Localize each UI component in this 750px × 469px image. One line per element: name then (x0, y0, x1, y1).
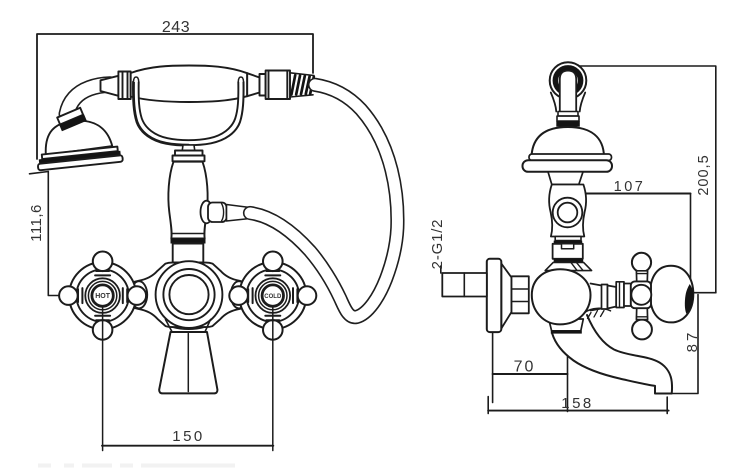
svg-text:150: 150 (172, 428, 205, 445)
svg-text:2-G1/2: 2-G1/2 (429, 219, 446, 270)
svg-text:COLD: COLD (264, 294, 282, 300)
svg-text:200,5: 200,5 (696, 154, 712, 195)
svg-text:70: 70 (514, 359, 536, 376)
svg-text:87: 87 (684, 330, 701, 353)
svg-text:111,6: 111,6 (28, 204, 45, 242)
svg-text:158: 158 (561, 395, 594, 412)
svg-text:HOT: HOT (95, 293, 111, 300)
svg-text:243: 243 (162, 19, 190, 36)
svg-text:107: 107 (614, 179, 646, 195)
